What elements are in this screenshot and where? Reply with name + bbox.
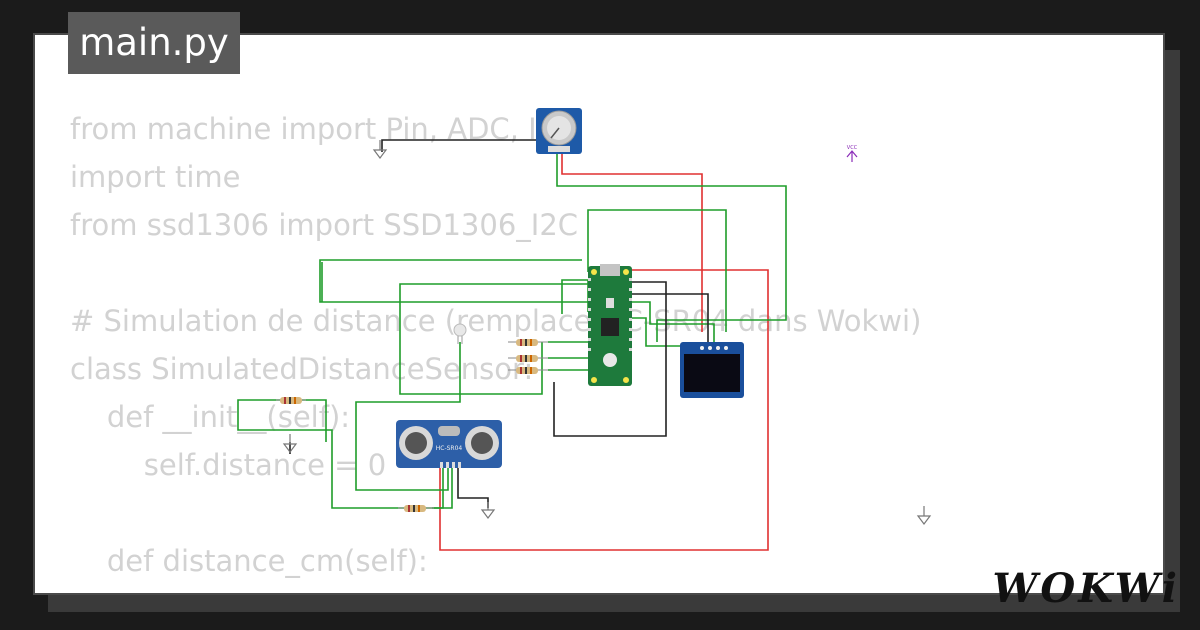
vcc-icon: VCC [846, 145, 858, 162]
vcc-label: VCC [847, 145, 858, 151]
wire-green [355, 342, 461, 491]
wire-green [632, 317, 710, 347]
code-line: import time [70, 160, 241, 194]
wire-red [561, 152, 703, 332]
wire-black [457, 468, 489, 508]
ground-icon [372, 140, 388, 159]
wire-green [632, 301, 715, 342]
pico-board[interactable] [588, 264, 632, 386]
ground-icon [916, 506, 932, 525]
wire-green [561, 279, 589, 314]
wire-green [319, 259, 588, 303]
wire-black [553, 281, 667, 437]
resistor[interactable] [276, 397, 306, 404]
wire-green [587, 209, 727, 332]
wire-green [399, 283, 588, 395]
file-tab[interactable]: main.py [68, 12, 240, 74]
code-line: def distance_cm(self): [70, 544, 428, 578]
resistor[interactable] [508, 339, 548, 346]
code-line: from ssd1306 import SSD1306_I2C [70, 208, 579, 242]
oled-display[interactable] [680, 342, 744, 398]
potentiometer[interactable] [536, 108, 582, 154]
wire-green [432, 468, 453, 509]
resistor[interactable] [398, 505, 434, 512]
sensor-label: HC-SR04 [436, 445, 463, 452]
wire-black [381, 139, 550, 152]
resistor[interactable] [508, 367, 548, 374]
code-line: class SimulatedDistanceSensor: [70, 352, 534, 386]
code-line: self.distance = 0 [70, 448, 387, 482]
wire-green [302, 399, 327, 442]
wire-red [439, 269, 769, 551]
code-line: def __init__(self): [70, 400, 351, 434]
circuit-diagram: VCC [237, 108, 932, 551]
code-line: # Simule une mesure de distance entre 2 … [70, 585, 921, 593]
wire-black [632, 293, 709, 342]
resistor[interactable] [508, 355, 548, 362]
ground-icon [282, 434, 298, 453]
ground-icon [480, 502, 496, 519]
ultrasonic-sensor[interactable]: HC-SR04 [396, 420, 502, 468]
wokwi-logo: WOKWi [992, 565, 1180, 612]
led[interactable] [453, 323, 467, 344]
wires [237, 139, 787, 551]
